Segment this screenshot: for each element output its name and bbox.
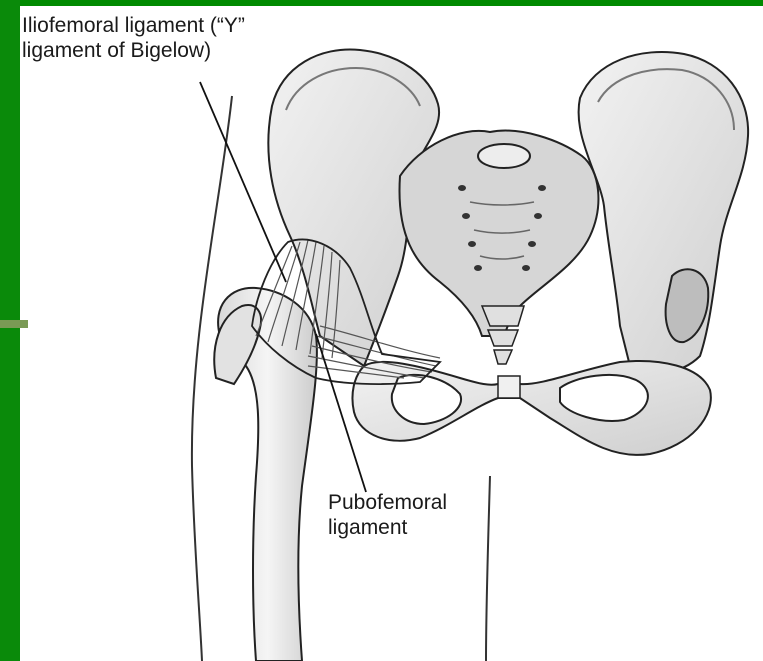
right-ilium (579, 52, 749, 373)
iliofemoral-ligament-label: Iliofemoral ligament (“Y” ligament of Bi… (22, 13, 302, 63)
pubic-symphysis (498, 376, 520, 398)
lumbar-vertebra (478, 144, 530, 168)
green-frame-left (0, 0, 20, 661)
pelvis-drawing (20, 6, 763, 661)
pubofemoral-ligament-label: Pubofemoral ligament (328, 490, 488, 540)
pelvis-illustration (20, 6, 763, 661)
